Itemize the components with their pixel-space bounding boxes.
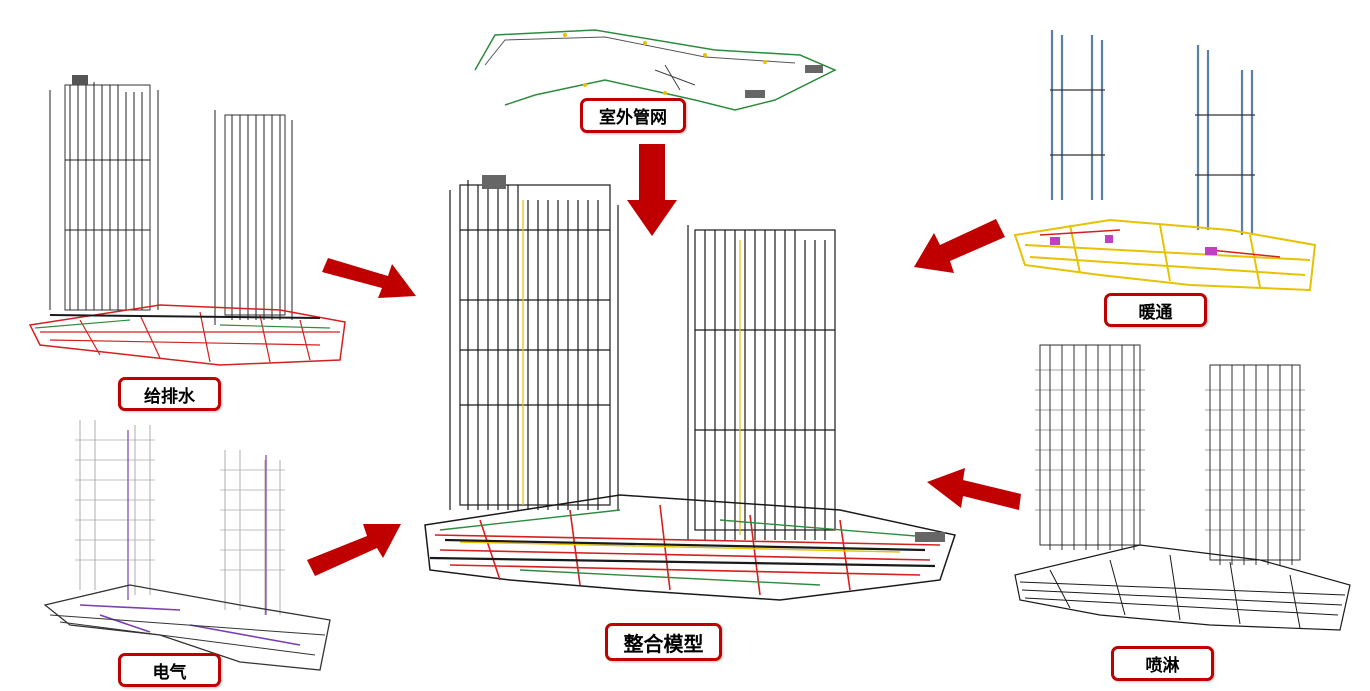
integrated-model-image — [424, 175, 956, 601]
arrow-from-sprinkler — [927, 468, 1021, 510]
outdoor-pipe-network-label: 室外管网 — [580, 98, 686, 133]
arrow-from-hvac — [914, 219, 1005, 273]
hvac-model-image — [1013, 30, 1317, 292]
sprinkler-model-image — [1014, 344, 1351, 631]
electrical-label: 电气 — [118, 653, 221, 687]
arrow-from-electrical — [307, 524, 401, 576]
electrical-model-image — [43, 420, 331, 671]
arrow-from-plumbing — [322, 258, 416, 298]
integrated-model-label: 整合模型 — [605, 623, 722, 661]
plumbing-label: 给排水 — [118, 377, 221, 411]
hvac-label: 暖通 — [1104, 293, 1207, 327]
plumbing-model-image — [28, 75, 346, 366]
outdoor-pipe-network-image — [474, 29, 837, 111]
sprinkler-label: 喷淋 — [1111, 646, 1214, 681]
arrow-from-outdoor — [627, 144, 677, 236]
